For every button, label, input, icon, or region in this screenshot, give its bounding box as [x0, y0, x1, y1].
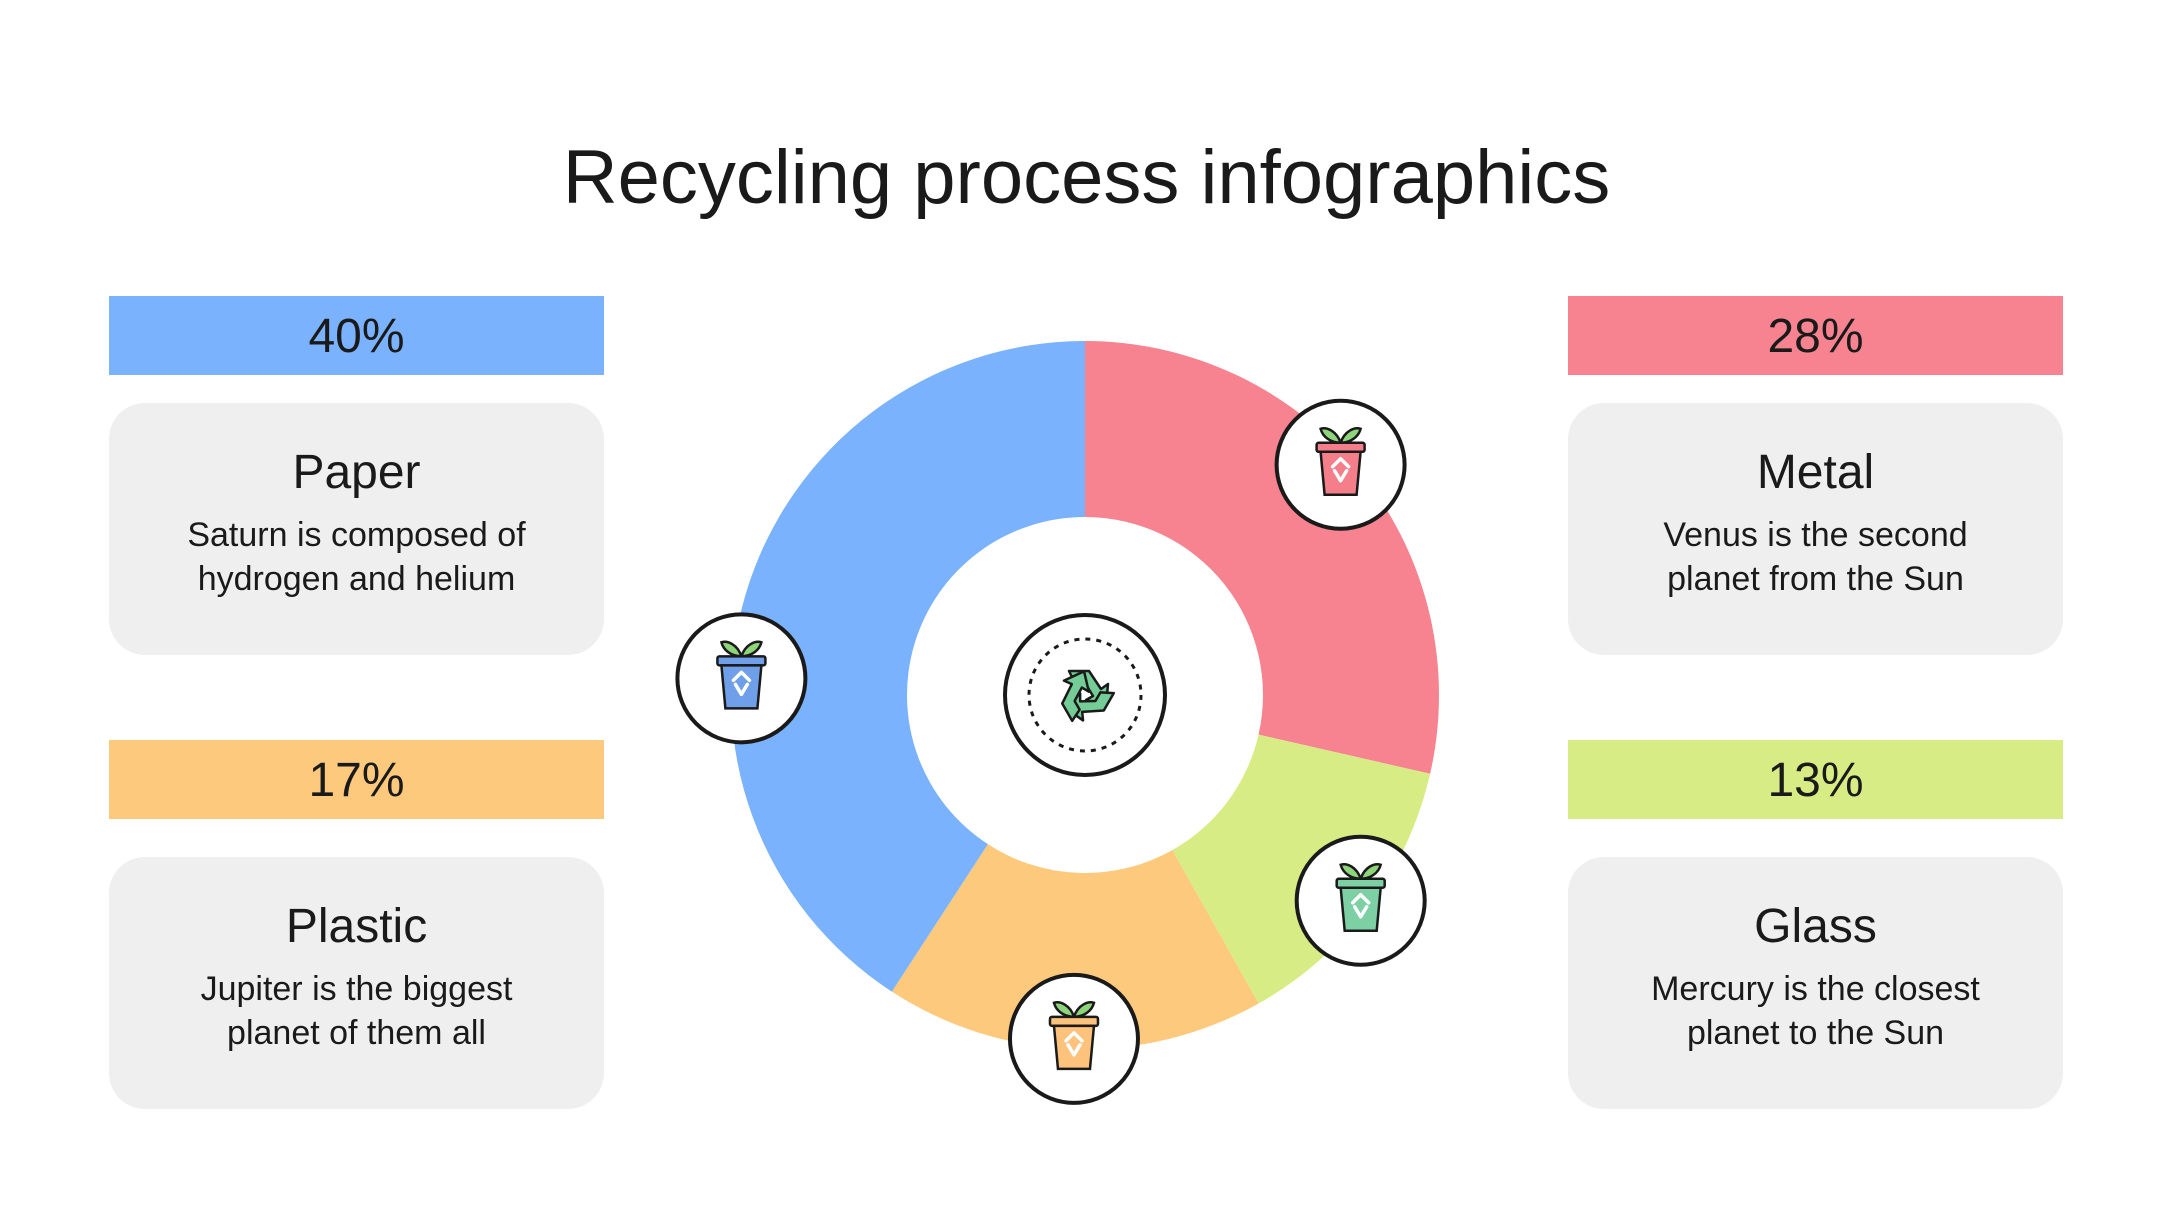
plastic-percent-bar: 17%	[109, 740, 604, 819]
metal-desc-line-2: planet from the Sun	[1667, 560, 1964, 598]
recycle-bin-icon	[1274, 398, 1407, 531]
metal-percent-bar: 28%	[1568, 296, 2063, 375]
paper-card-description: Saturn is composed of hydrogen and heliu…	[109, 513, 604, 601]
plastic-card: Plastic Jupiter is the biggest planet of…	[109, 857, 604, 1109]
metal-card-title: Metal	[1756, 446, 1875, 499]
recycle-bin-icon	[675, 612, 808, 745]
glass-percent-bar: 13%	[1568, 740, 2063, 819]
paper-percent-bar: 40%	[109, 296, 604, 375]
plastic-desc-line-1: Jupiter is the biggest	[200, 970, 513, 1008]
plastic-card-title: Plastic	[285, 900, 428, 953]
donut-slice-paper	[731, 341, 1085, 992]
paper-card-title: Paper	[292, 446, 421, 499]
paper-card: Paper Saturn is composed of hydrogen and…	[109, 403, 604, 655]
donut-slice-glass	[1172, 734, 1431, 1004]
donut-slice-plastic	[891, 844, 1259, 1050]
glass-card-title: Glass	[1754, 900, 1877, 953]
recycle-bin-icon	[1007, 972, 1140, 1105]
paper-desc-line-2: hydrogen and helium	[197, 560, 516, 598]
metal-card: Metal Venus is the second planet from th…	[1568, 403, 2063, 655]
glass-desc-line-1: Mercury is the closest	[1651, 970, 1980, 1008]
recycle-bin-icon	[1294, 834, 1427, 967]
metal-desc-line-1: Venus is the second	[1663, 516, 1968, 554]
glass-desc-line-2: planet to the Sun	[1686, 1014, 1945, 1052]
page-title: Recycling process infographics	[562, 135, 1611, 220]
glass-card-description: Mercury is the closest planet to the Sun	[1568, 967, 2063, 1055]
paper-desc-line-1: Saturn is composed of	[187, 516, 526, 554]
plastic-card-description: Jupiter is the biggest planet of them al…	[109, 967, 604, 1055]
glass-card: Glass Mercury is the closest planet to t…	[1568, 857, 2063, 1109]
plastic-desc-line-2: planet of them all	[227, 1014, 486, 1052]
metal-card-description: Venus is the second planet from the Sun	[1568, 513, 2063, 601]
donut-slice-metal	[1085, 341, 1439, 774]
recycle-icon	[1003, 613, 1167, 777]
